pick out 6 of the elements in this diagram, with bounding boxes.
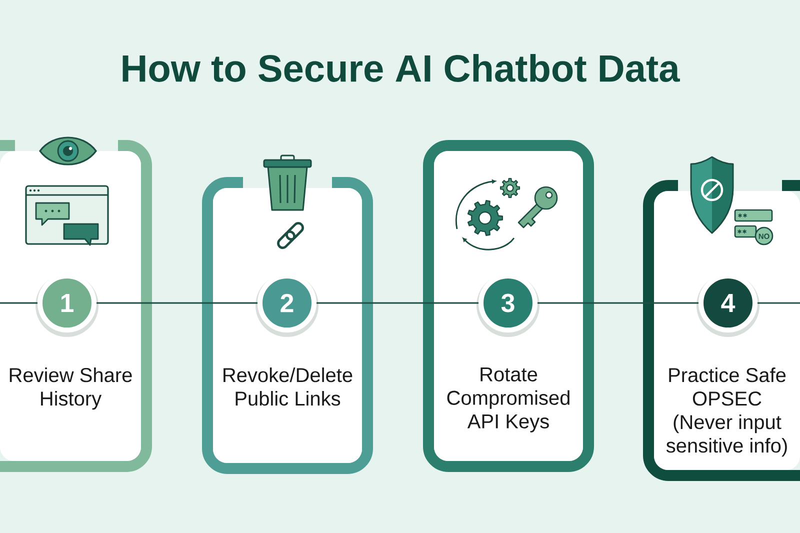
timeline-line [538, 302, 698, 304]
title: How to Secure AI Chatbot Data [122, 54, 680, 82]
timeline-line [758, 302, 800, 304]
timeline-line [316, 302, 478, 304]
timeline-line [0, 302, 38, 304]
timeline-line [96, 302, 258, 304]
